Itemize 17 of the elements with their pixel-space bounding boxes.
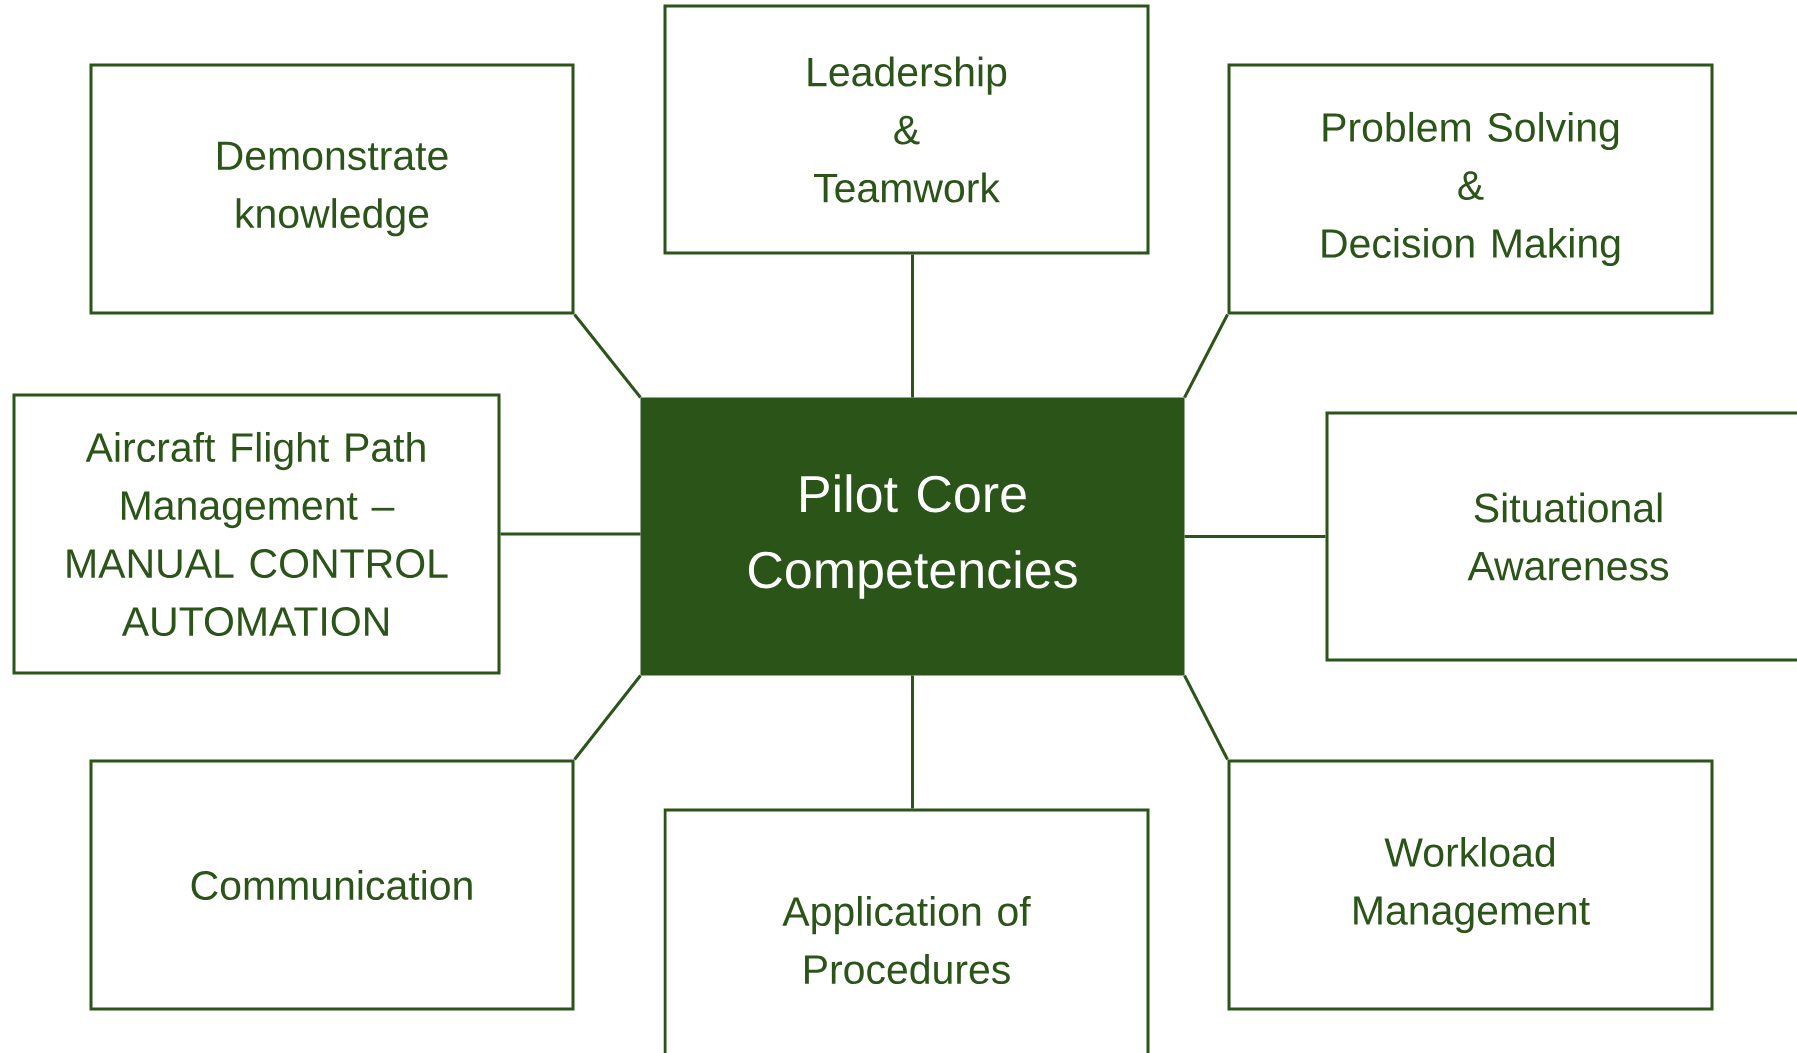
competency-box: Demonstrate knowledge: [89, 63, 575, 315]
competency-box: Application of Procedures: [663, 808, 1150, 1053]
connector-line: [1183, 674, 1229, 761]
competency-box: Workload Management: [1227, 759, 1714, 1011]
competency-box: Leadership & Teamwork: [663, 4, 1150, 255]
connector-line: [911, 254, 914, 398]
hub-box: Pilot Core Competencies: [640, 397, 1185, 676]
connector-line: [500, 532, 641, 536]
connector-line: [1183, 313, 1229, 399]
competency-box: Problem Solving & Decision Making: [1227, 63, 1714, 315]
connector-line: [573, 313, 642, 399]
connector-line: [573, 674, 642, 761]
competency-box: Aircraft Flight Path Management – MANUAL CONTROL AUTOMATION: [12, 393, 501, 675]
competency-box: Situational Awareness: [1325, 411, 1797, 662]
connector-line: [1184, 535, 1326, 538]
connector-line: [911, 675, 914, 809]
competency-box: Communication: [89, 759, 575, 1011]
